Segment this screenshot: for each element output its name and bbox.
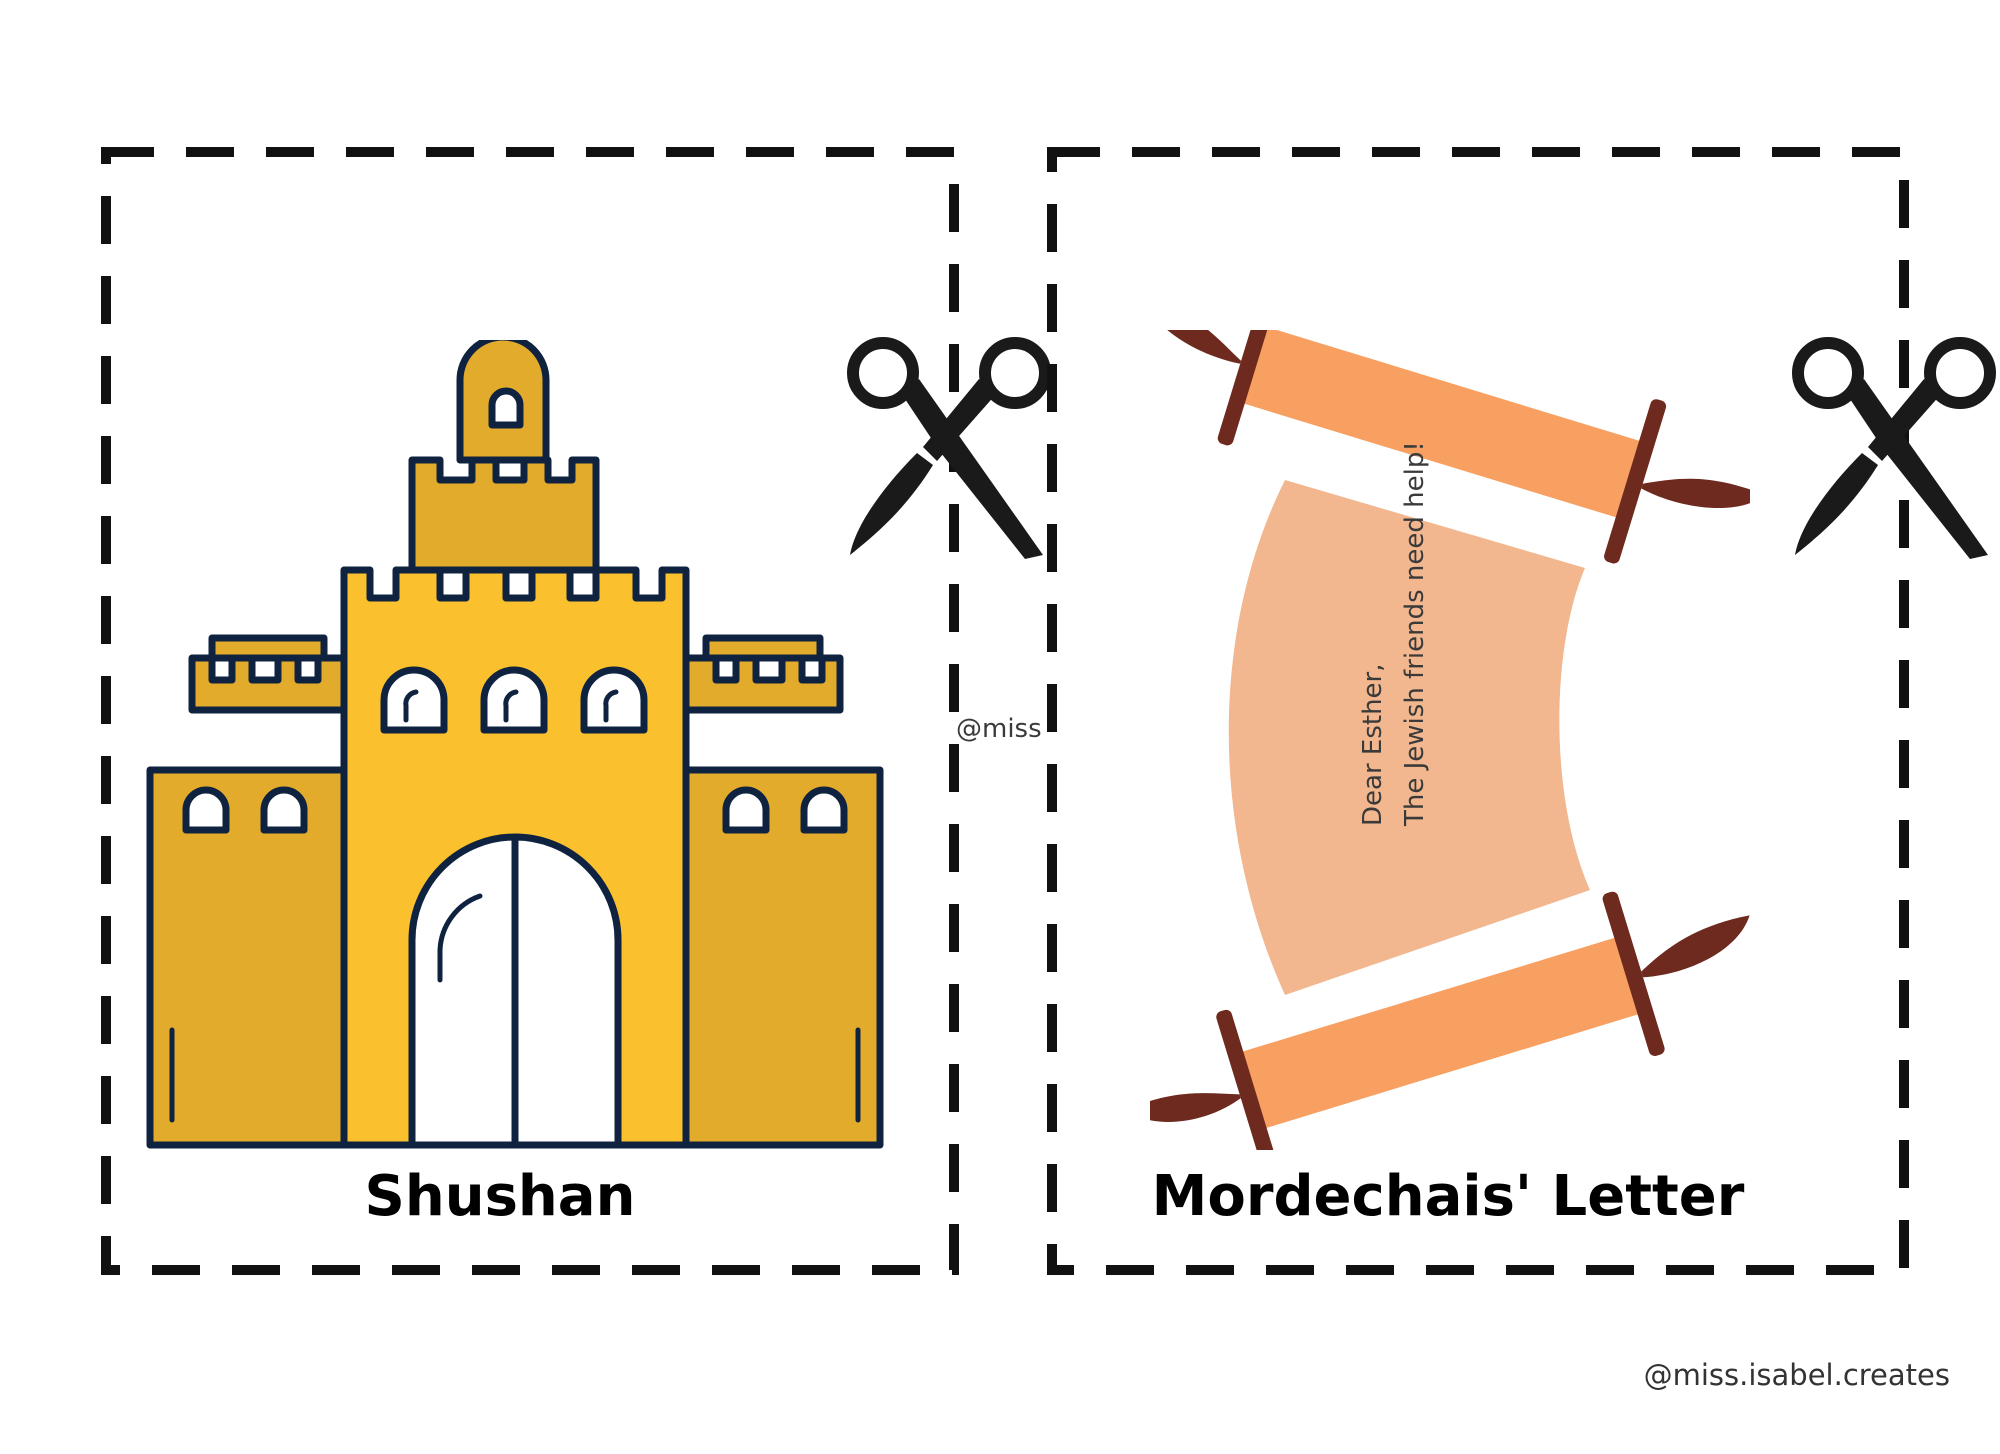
letter-greeting: Dear Esther, [1358,663,1388,827]
dashed-cut-border [1047,147,1909,1275]
letter-message: Dear Esther, The Jewish friends need hel… [1352,441,1436,826]
dashed-cut-border [101,147,959,1275]
scroll-illustration [1150,330,1750,1150]
scissors-icon [847,337,1051,559]
card-shushan: Shushan [100,146,960,1276]
footer-credit: @miss.isabel.creates [1643,1358,1950,1392]
scissors-icon [1792,337,1996,559]
card-mordechais-letter: Mordechais' Letter [1046,146,1910,1276]
card-label-shushan: Shushan [364,1164,636,1229]
castle-illustration [146,340,884,1149]
letter-body: The Jewish friends need help! [1400,441,1430,826]
card-label-mordechais-letter: Mordechais' Letter [1151,1164,1745,1229]
watermark-handle: @miss [956,714,1042,744]
